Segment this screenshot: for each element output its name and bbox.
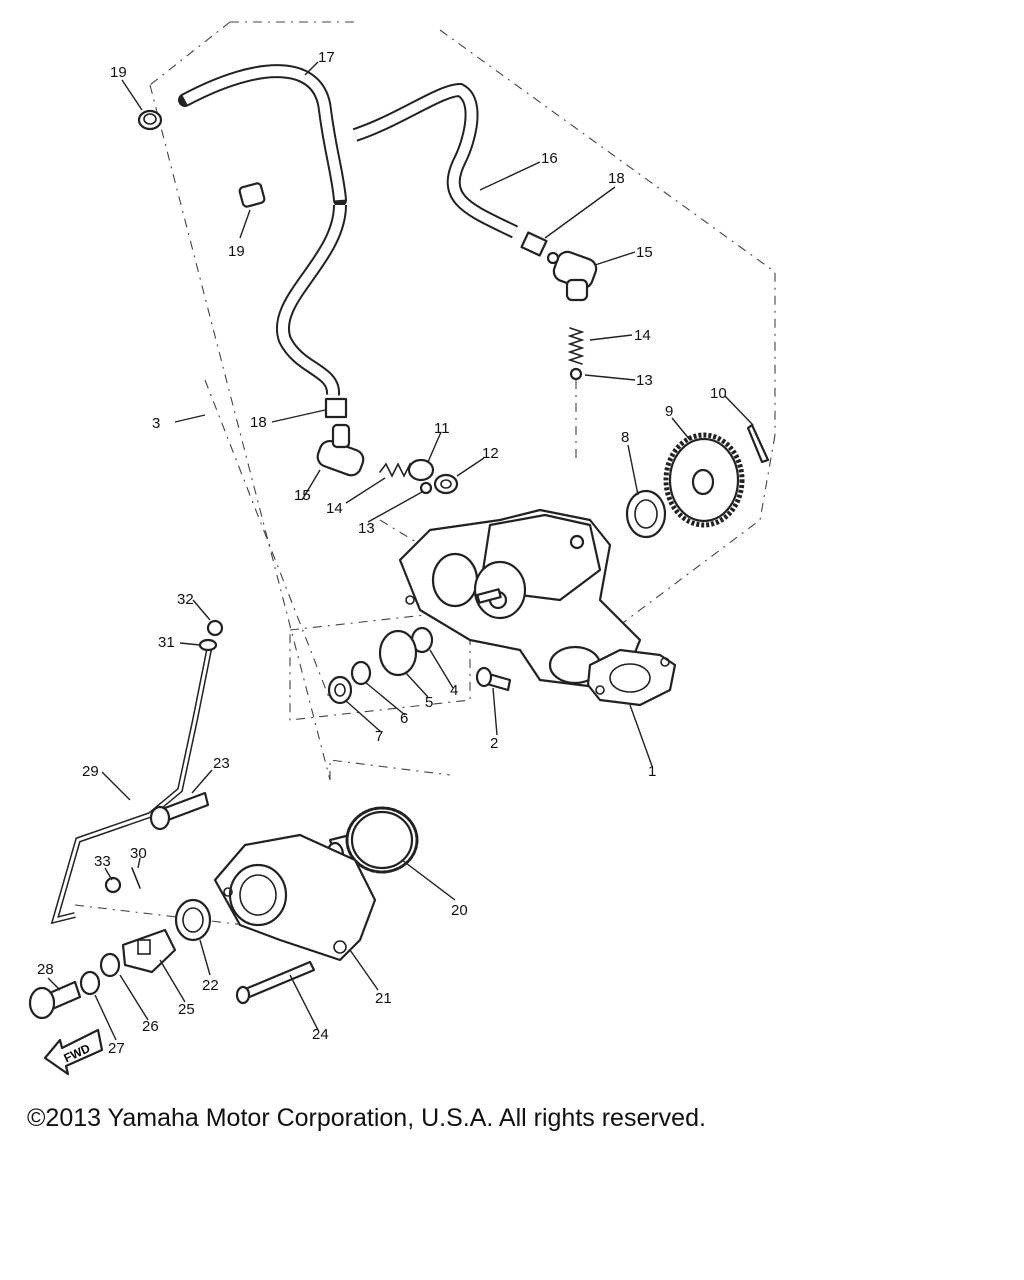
control-rod-29 [50, 644, 213, 925]
callout-27: 27 [108, 1040, 125, 1057]
callout-18-right: 18 [608, 170, 625, 187]
callout-21: 21 [375, 990, 392, 1007]
callout-3: 3 [152, 415, 160, 432]
fwd-arrow-icon: FWD [43, 1028, 104, 1076]
nut-33 [104, 876, 122, 894]
plate-5 [378, 629, 418, 677]
bolt-28 [28, 980, 82, 1020]
callout-29: 29 [82, 763, 99, 780]
hose-clip-19-lower [238, 182, 266, 208]
callout-20: 20 [451, 902, 468, 919]
callout-8: 8 [621, 429, 629, 446]
hose-joint-18-left [324, 397, 348, 419]
callout-30: 30 [130, 845, 147, 862]
exploded-view: FWD [28, 21, 776, 1076]
bolt-23 [149, 791, 210, 831]
oil-seal-22 [174, 898, 212, 942]
callout-28: 28 [37, 961, 54, 978]
callout-13-top: 13 [636, 372, 653, 389]
nut-7 [327, 675, 353, 705]
oil-hose-17 [178, 64, 347, 207]
callout-13-left: 13 [358, 520, 375, 537]
pin-10 [746, 423, 770, 464]
oil-hose-3 [276, 204, 347, 396]
gasket-1 [586, 648, 677, 707]
washer-31 [198, 638, 218, 652]
callout-32: 32 [177, 591, 194, 608]
pump-pulley-25 [121, 928, 177, 974]
callout-labels: 1 2 3 4 5 6 7 8 9 10 11 12 13 13 14 14 1… [37, 49, 727, 1057]
banjo-fitting-15-left [316, 423, 365, 477]
callout-19-top: 19 [110, 64, 127, 81]
callout-14-left: 14 [326, 500, 343, 517]
pump-shaft-gear-20 [325, 806, 419, 874]
callout-19-lower: 19 [228, 243, 245, 260]
callout-4: 4 [450, 682, 458, 699]
screw-24 [235, 960, 316, 1005]
callout-5: 5 [425, 694, 433, 711]
oil-hose-16 [352, 82, 519, 239]
callout-11: 11 [434, 420, 450, 437]
assembly-boundary [74, 21, 776, 926]
callout-7: 7 [375, 728, 383, 745]
callout-25: 25 [178, 1001, 195, 1018]
washer-26 [99, 952, 121, 978]
spring-14-top [567, 327, 585, 460]
oil-pump-body [398, 508, 642, 692]
callout-2: 2 [490, 735, 498, 752]
callout-23: 23 [213, 755, 230, 772]
callout-16: 16 [541, 150, 558, 167]
pump-cover-21 [213, 833, 377, 962]
washer-6 [350, 660, 372, 686]
washer-27 [79, 970, 101, 996]
oil-seal-8 [625, 489, 667, 539]
parts-diagram: FWD [28, 21, 776, 1076]
hose-clip-19-top [137, 109, 163, 131]
screw-2 [475, 666, 512, 692]
callout-15-left: 15 [294, 487, 311, 504]
callout-6: 6 [400, 710, 408, 727]
callout-31: 31 [158, 634, 175, 651]
callout-24: 24 [312, 1026, 329, 1043]
callout-14-top: 14 [634, 327, 651, 344]
nut-32 [206, 619, 224, 637]
leader-lines [47, 61, 754, 1041]
banjo-fitting-15-right [546, 250, 598, 302]
callout-18-left: 18 [250, 414, 267, 431]
cotter-pin-30 [131, 867, 141, 889]
drive-gear-9 [663, 432, 745, 528]
callout-1: 1 [648, 763, 656, 780]
copyright-notice: ©2013 Yamaha Motor Corporation, U.S.A. A… [27, 1104, 706, 1132]
callout-15-right: 15 [636, 244, 653, 261]
hose-joint-18-right [520, 231, 548, 257]
callout-26: 26 [142, 1018, 159, 1035]
callout-9: 9 [665, 403, 673, 420]
check-valve-left [379, 458, 459, 495]
callout-12: 12 [482, 445, 499, 462]
callout-33: 33 [94, 853, 111, 870]
callout-22: 22 [202, 977, 219, 994]
callout-10: 10 [710, 385, 727, 402]
callout-17: 17 [318, 49, 335, 66]
